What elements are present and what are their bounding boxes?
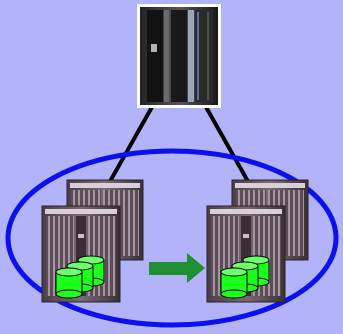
connection-line-left bbox=[106, 106, 154, 186]
disk-stack-icon bbox=[55, 255, 105, 299]
arrow-right-icon bbox=[149, 253, 205, 283]
storage-cluster-outline bbox=[5, 148, 339, 328]
connection-line-right bbox=[204, 106, 252, 186]
disk-stack-icon bbox=[220, 255, 270, 299]
mainframe-server-icon bbox=[137, 4, 221, 108]
